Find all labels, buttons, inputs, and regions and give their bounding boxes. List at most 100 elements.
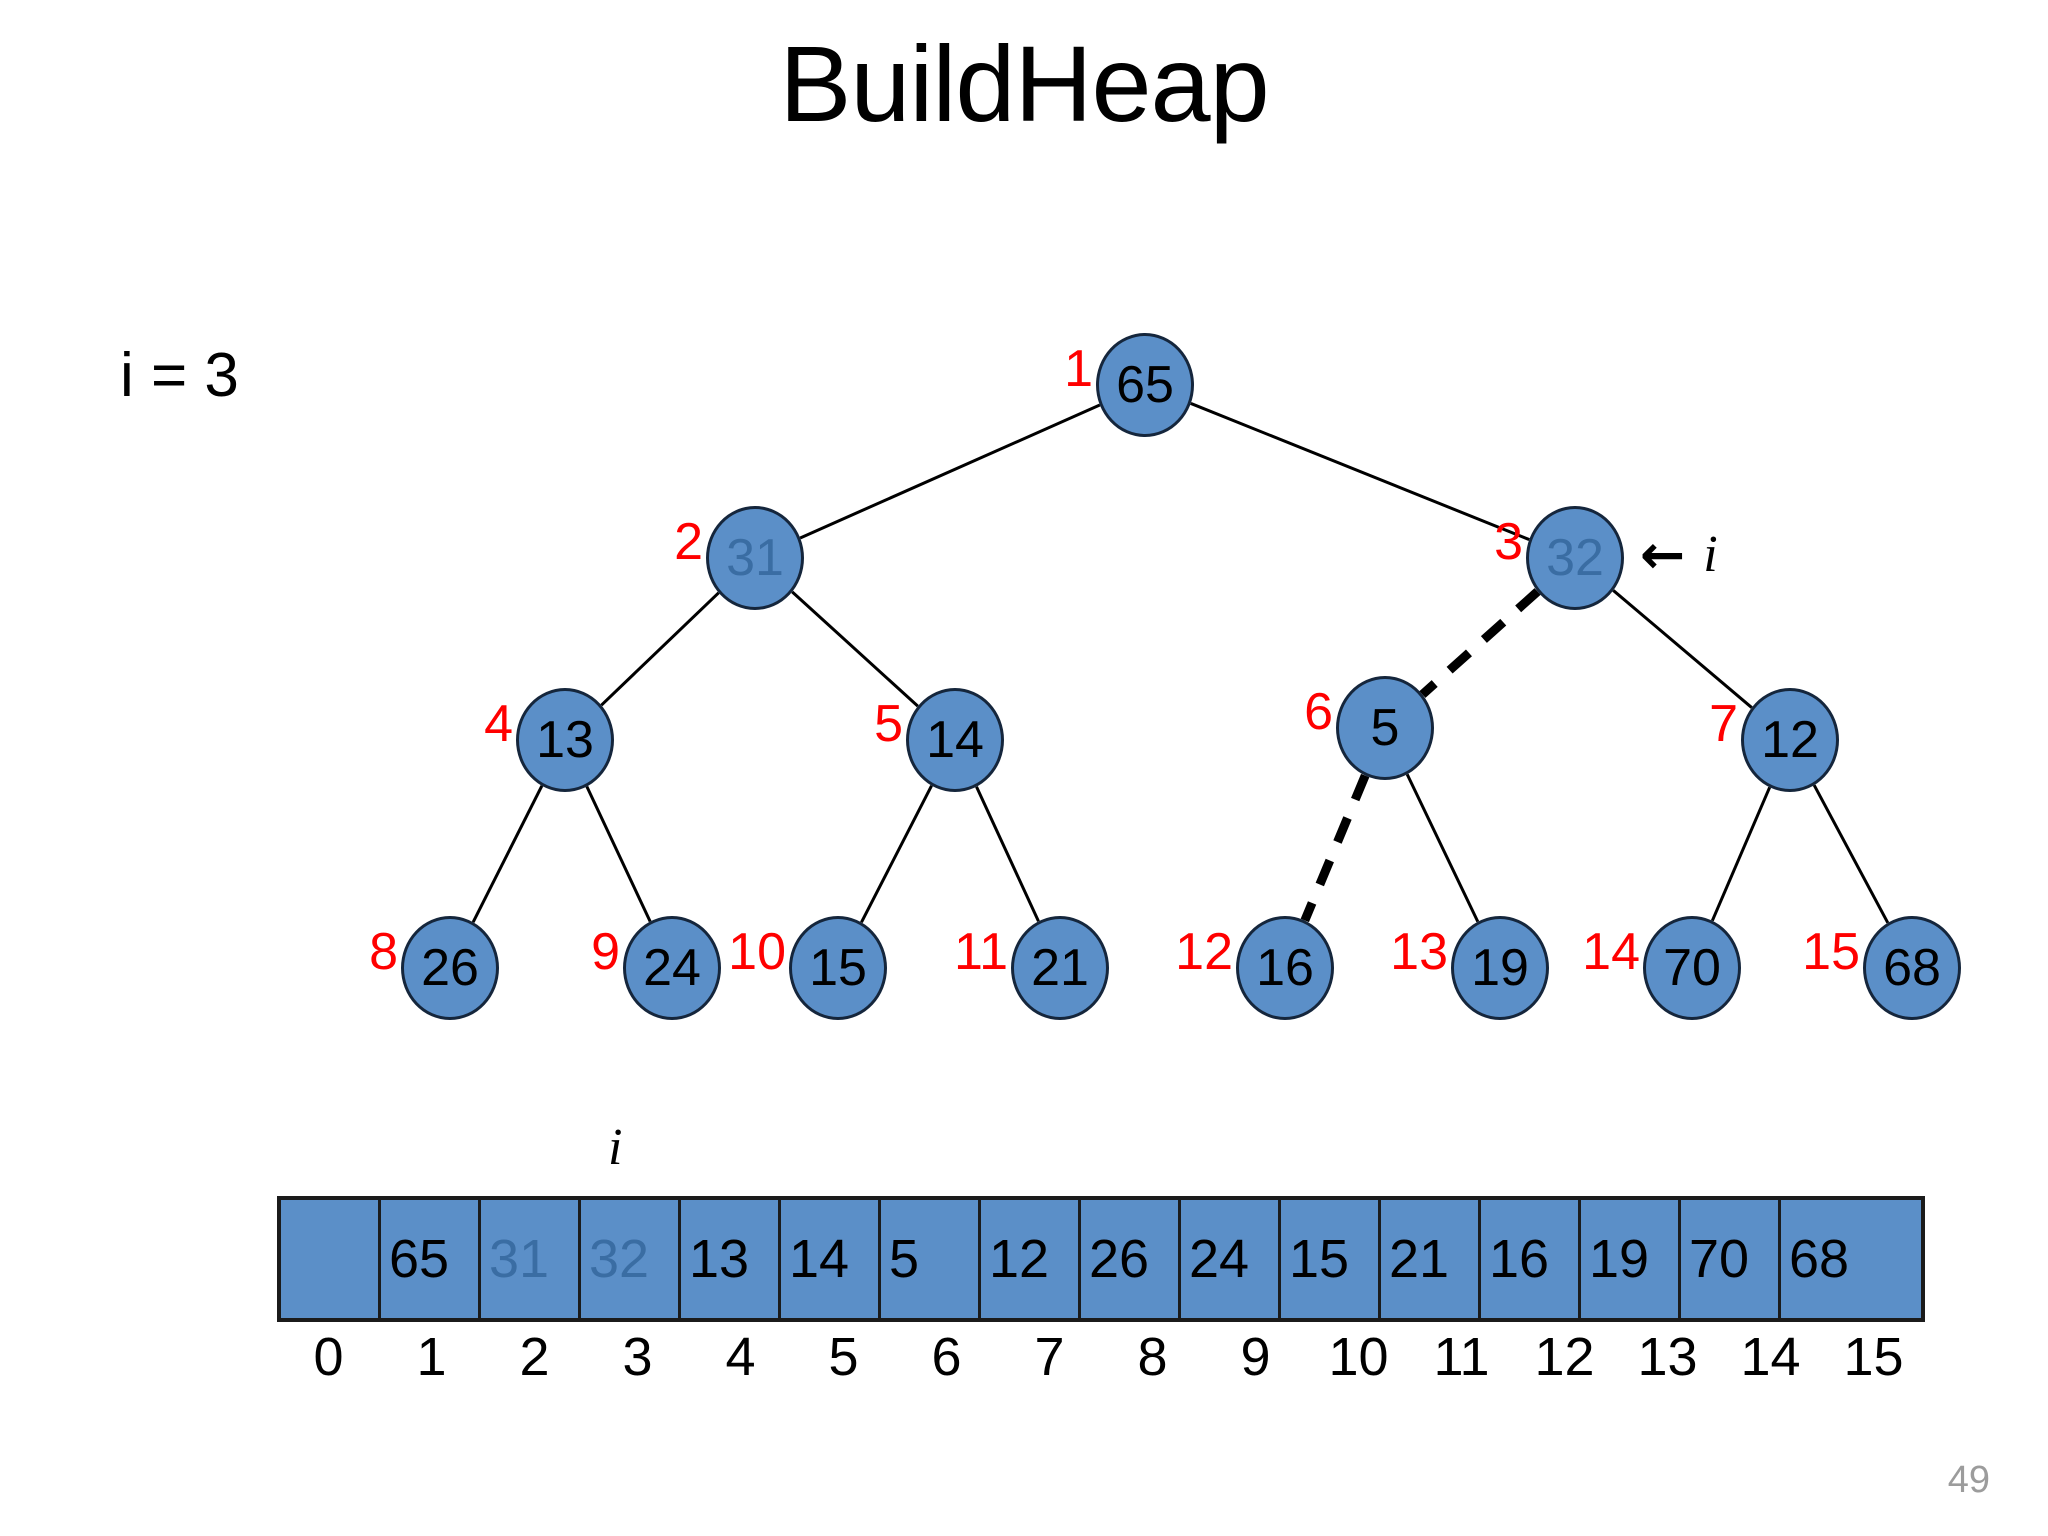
array-cell[interactable]: 32	[581, 1200, 681, 1318]
tree-node-26[interactable]: 26	[401, 916, 499, 1020]
array-cell[interactable]: 65	[381, 1200, 481, 1318]
array-cell-value: 65	[389, 1229, 450, 1289]
tree-node-index-label: 4	[484, 695, 513, 753]
array-cell[interactable]: 15	[1281, 1200, 1381, 1318]
tree-node-index-label: 8	[369, 923, 398, 981]
tree-edge	[1419, 588, 1541, 698]
tree-node-13[interactable]: 13	[516, 688, 614, 792]
array-index-label: 3	[622, 1327, 653, 1387]
array-cell[interactable]: 19	[1581, 1200, 1681, 1318]
array-index-label: 15	[1843, 1327, 1904, 1387]
array-cell-value: 31	[489, 1229, 550, 1289]
tree-node-index-label: 11	[954, 923, 1008, 981]
array-index-label: 8	[1137, 1327, 1168, 1387]
array-cell[interactable]: 31	[481, 1200, 581, 1318]
tree-node-value: 26	[421, 939, 479, 997]
tree-node-index-label: 10	[728, 923, 786, 981]
array-cell[interactable]: 68	[1781, 1200, 1881, 1318]
array-cell[interactable]: 12	[981, 1200, 1081, 1318]
array-cell[interactable]: 24	[1181, 1200, 1281, 1318]
array-cell-value: 70	[1689, 1229, 1750, 1289]
tree-edge	[1812, 784, 1890, 924]
tree-node-14[interactable]: 14	[906, 688, 1004, 792]
tree-node-value: 70	[1663, 939, 1721, 997]
tree-edge	[1405, 773, 1480, 923]
tree-node-68[interactable]: 68	[1863, 916, 1961, 1020]
left-arrow-icon: ←	[1640, 523, 1686, 586]
tree-node-value: 65	[1116, 356, 1174, 414]
tree-node-70[interactable]: 70	[1643, 916, 1741, 1020]
tree-node-index-label: 12	[1175, 923, 1233, 981]
tree-edge	[471, 785, 544, 923]
tree-node-value: 31	[726, 529, 784, 587]
array-index-label: 2	[519, 1327, 550, 1387]
array-cell-value: 14	[789, 1229, 850, 1289]
tree-node-index-label: 6	[1304, 683, 1333, 741]
array-index-label: 1	[416, 1327, 447, 1387]
tree-node-value: 14	[926, 711, 984, 769]
tree-node-value: 12	[1761, 711, 1819, 769]
tree-node-index-label: 15	[1802, 923, 1860, 981]
tree-node-index-label: 14	[1582, 923, 1640, 981]
tree-node-index-label: 9	[591, 923, 620, 981]
tree-node-19[interactable]: 19	[1451, 916, 1549, 1020]
array-cell[interactable]: 21	[1381, 1200, 1481, 1318]
tree-node-32[interactable]: 32	[1526, 506, 1624, 610]
tree-node-65[interactable]: 65	[1096, 333, 1194, 437]
array-cell-value: 15	[1289, 1229, 1350, 1289]
tree-edge	[860, 784, 933, 924]
tree-node-value: 15	[809, 939, 867, 997]
array-index-label: 11	[1433, 1327, 1490, 1387]
tree-edge	[600, 591, 720, 707]
array-cell-value: 24	[1189, 1229, 1250, 1289]
tree-edge	[585, 785, 652, 923]
page-number: 49	[1947, 1459, 1990, 1501]
tree-node-value: 68	[1883, 939, 1941, 997]
array-cell-value: 13	[689, 1229, 750, 1289]
array-cell-value: 5	[889, 1229, 920, 1289]
tree-edge	[799, 403, 1101, 540]
tree-edge	[1612, 589, 1753, 709]
array-index-label: 12	[1534, 1327, 1595, 1387]
array-index-label: 10	[1328, 1327, 1389, 1387]
array-index-label: 9	[1240, 1327, 1271, 1387]
array-index-label: 7	[1034, 1327, 1065, 1387]
array-cell[interactable]: 13	[681, 1200, 781, 1318]
array-cell[interactable]: 26	[1081, 1200, 1181, 1318]
tree-node-index-label: 5	[874, 695, 903, 753]
tree-node-value: 32	[1546, 529, 1604, 587]
array-cell[interactable]: 16	[1481, 1200, 1581, 1318]
tree-node-24[interactable]: 24	[623, 916, 721, 1020]
tree-node-value: 5	[1370, 699, 1400, 757]
array-index-label: 4	[725, 1327, 756, 1387]
tree-node-15[interactable]: 15	[789, 916, 887, 1020]
tree-node-index-label: 13	[1390, 923, 1448, 981]
array-cell[interactable]	[281, 1200, 381, 1318]
i-pointer-tree: ← i	[1640, 528, 1718, 582]
tree-edge	[1300, 773, 1370, 923]
array-cell[interactable]: 14	[781, 1200, 881, 1318]
array-index-label: 6	[931, 1327, 962, 1387]
array-cell-value: 26	[1089, 1229, 1150, 1289]
page-title: BuildHeap	[779, 23, 1269, 144]
tree-node-value: 19	[1471, 939, 1529, 997]
tree-node-value: 24	[643, 939, 701, 997]
array-cell-value: 32	[589, 1229, 650, 1289]
tree-node-16[interactable]: 16	[1236, 916, 1334, 1020]
tree-node-21[interactable]: 21	[1011, 916, 1109, 1020]
tree-node-31[interactable]: 31	[706, 506, 804, 610]
tree-node-value: 16	[1256, 939, 1314, 997]
tree-node-12[interactable]: 12	[1741, 688, 1839, 792]
array-index-label: 5	[828, 1327, 859, 1387]
tree-node-5[interactable]: 5	[1336, 676, 1434, 780]
array-index-label: 13	[1637, 1327, 1698, 1387]
array-cell-value: 12	[989, 1229, 1050, 1289]
array-cell[interactable]: 5	[881, 1200, 981, 1318]
tree-edge	[791, 590, 919, 708]
tree-edge	[1190, 402, 1530, 541]
array-cell[interactable]: 70	[1681, 1200, 1781, 1318]
tree-node-index-label: 7	[1709, 695, 1738, 753]
